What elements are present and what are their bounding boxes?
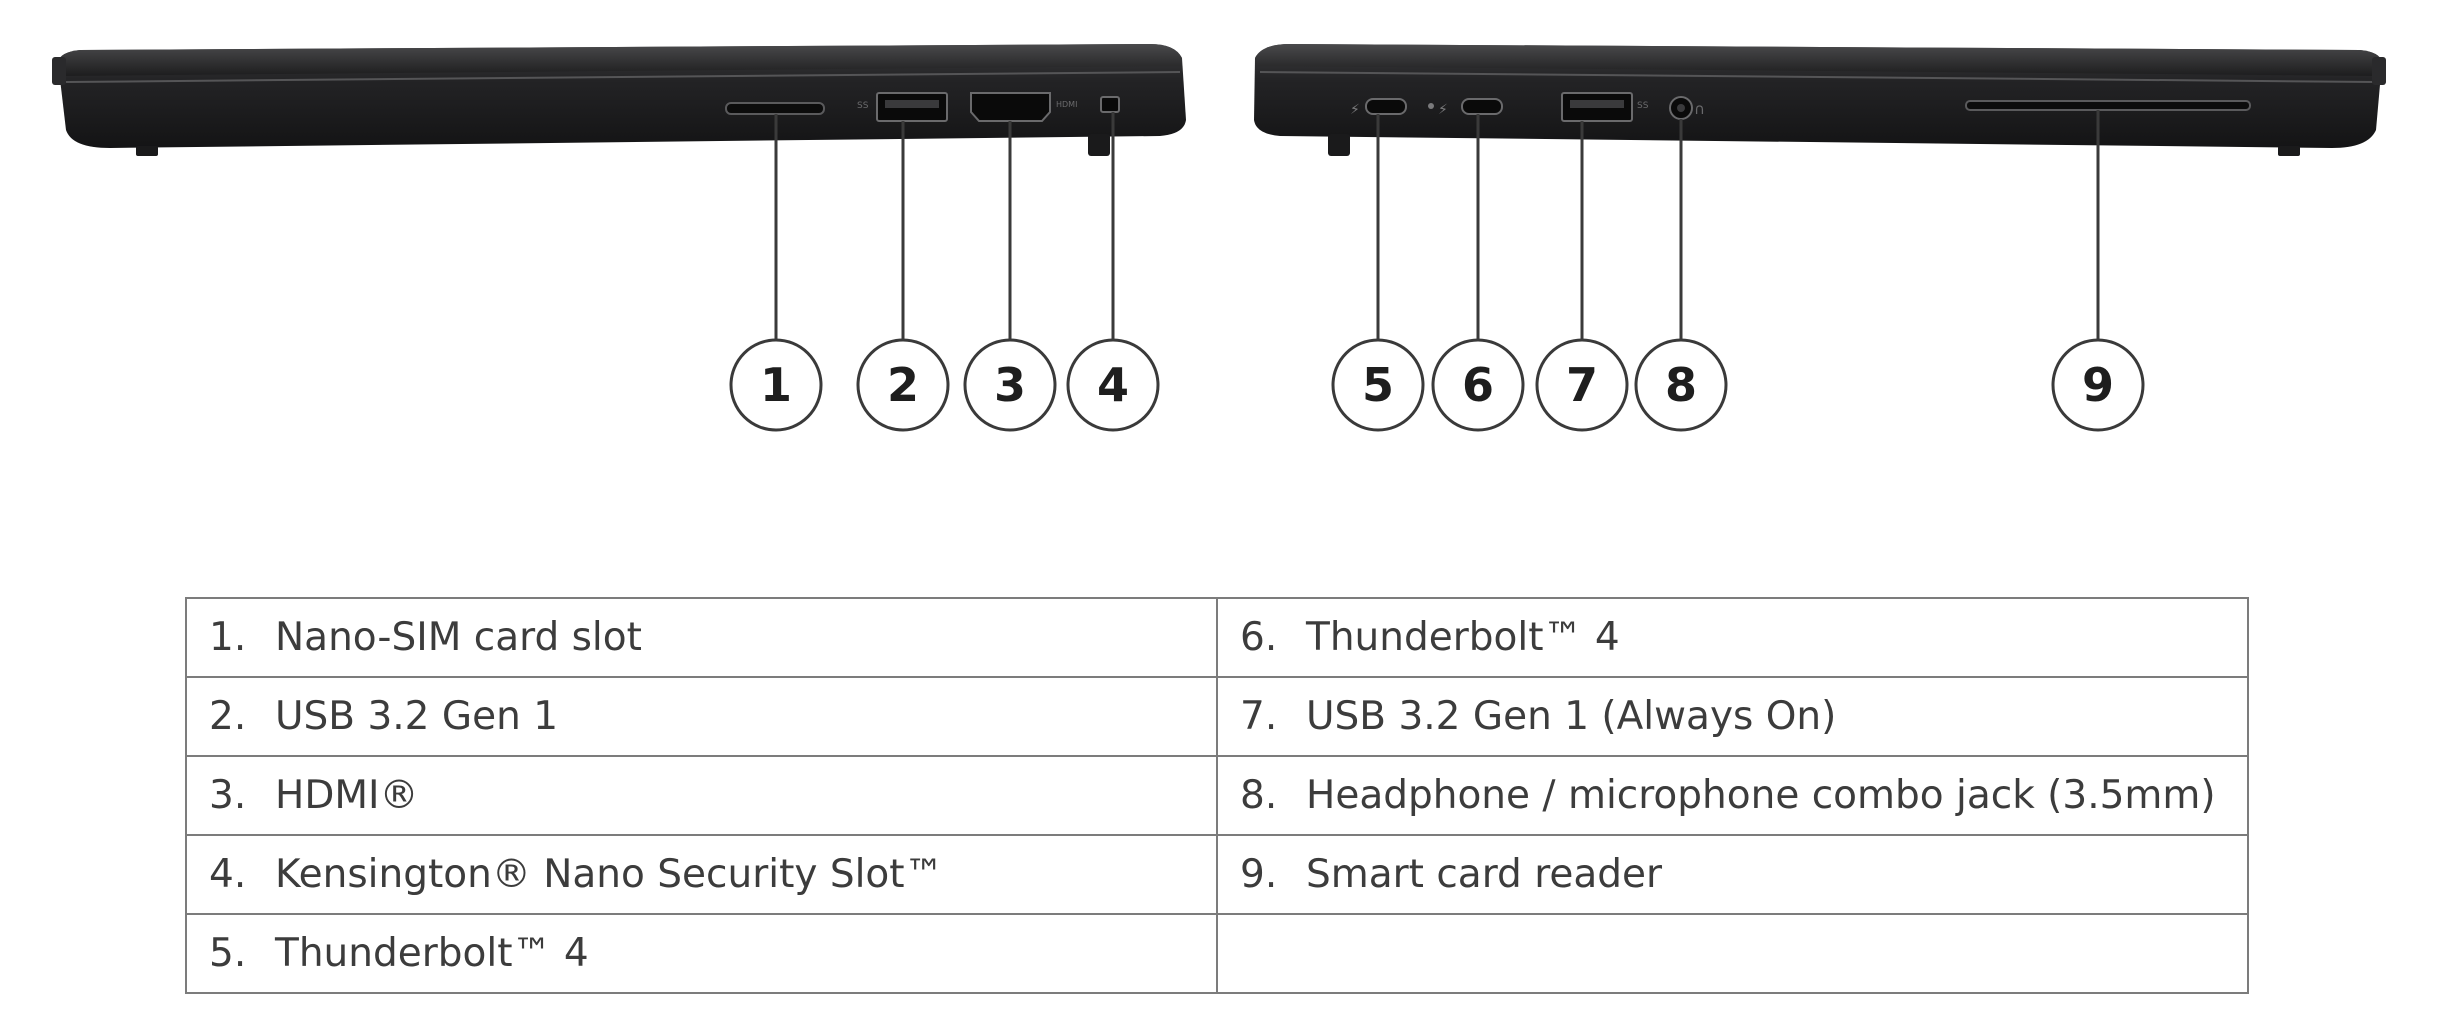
svg-text:3: 3: [994, 358, 1026, 412]
callout-9: 9: [2051, 338, 2145, 432]
svg-text:9: 9: [2082, 358, 2114, 412]
kensington-slot-icon: [1100, 96, 1120, 113]
table-row: 1. Nano-SIM card slot 6. Thunderbolt™ 4: [185, 597, 2249, 678]
legend-cell: 5. Thunderbolt™ 4: [185, 913, 1218, 994]
laptop-ports-diagram: SS HDMI ⚡ ⚡ SS: [52, 44, 2386, 432]
legend-cell: 2. USB 3.2 Gen 1: [185, 676, 1218, 757]
callout-2: 2: [856, 338, 950, 432]
svg-text:2: 2: [887, 358, 919, 412]
svg-text:8: 8: [1665, 358, 1697, 412]
port-legend-table: 1. Nano-SIM card slot 6. Thunderbolt™ 4 2.…: [185, 597, 2249, 994]
svg-text:6: 6: [1462, 358, 1494, 412]
thunderbolt-port-icon: ⚡: [1350, 98, 1407, 118]
legend-number: 1.: [209, 615, 247, 660]
legend-cell: 1. Nano-SIM card slot: [185, 597, 1218, 678]
legend-label: USB 3.2 Gen 1: [275, 694, 559, 739]
legend-cell: 6. Thunderbolt™ 4: [1216, 597, 2249, 678]
usb-a-port-icon: SS: [857, 92, 948, 122]
svg-text:⚡: ⚡: [1438, 102, 1448, 118]
legend-cell: 4. Kensington® Nano Security Slot™: [185, 834, 1218, 915]
laptop-left-side-view: SS HDMI: [52, 44, 1186, 156]
legend-number: 2.: [209, 694, 247, 739]
callout-6: 6: [1431, 338, 1525, 432]
laptop-right-side-view: ⚡ ⚡ SS ∩: [1254, 44, 2386, 156]
legend-label: Thunderbolt™ 4: [1306, 615, 1620, 660]
svg-text:∩: ∩: [1694, 100, 1705, 118]
callout-4: 4: [1066, 338, 1160, 432]
table-row: 2. USB 3.2 Gen 1 7. USB 3.2 Gen 1 (Always …: [185, 676, 2249, 757]
legend-number: 9.: [1240, 852, 1278, 897]
legend-number: 4.: [209, 852, 247, 897]
svg-text:1: 1: [760, 358, 792, 412]
callout-3: 3: [963, 338, 1057, 432]
legend-number: 8.: [1240, 773, 1278, 818]
table-row: 4. Kensington® Nano Security Slot™ 9. Smar…: [185, 834, 2249, 915]
legend-cell: 9. Smart card reader: [1216, 834, 2249, 915]
legend-label: Nano-SIM card slot: [275, 615, 642, 660]
callout-leader-lines: [774, 110, 2100, 340]
svg-text:7: 7: [1566, 358, 1598, 412]
svg-text:5: 5: [1362, 358, 1394, 412]
legend-cell: 7. USB 3.2 Gen 1 (Always On): [1216, 676, 2249, 757]
audio-jack-icon: ∩: [1669, 96, 1705, 120]
legend-cell: [1216, 913, 2249, 994]
hdmi-port-icon: HDMI: [970, 92, 1077, 122]
svg-text:4: 4: [1097, 358, 1129, 412]
usb-a-port-icon: SS: [1561, 92, 1649, 122]
callout-8: 8: [1634, 338, 1728, 432]
svg-text:HDMI: HDMI: [1056, 100, 1077, 109]
legend-cell: 8. Headphone / microphone combo jack (3.5…: [1216, 755, 2249, 836]
svg-text:SS: SS: [1637, 101, 1649, 111]
legend-number: 3.: [209, 773, 247, 818]
legend-label: USB 3.2 Gen 1 (Always On): [1306, 694, 1837, 739]
legend-label: Kensington® Nano Security Slot™: [275, 852, 944, 897]
legend-label: Headphone / microphone combo jack (3.5mm…: [1306, 773, 2216, 818]
callout-5: 5: [1331, 338, 1425, 432]
legend-label: HDMI®: [275, 773, 419, 818]
legend-label: Thunderbolt™ 4: [275, 931, 589, 976]
svg-text:SS: SS: [857, 101, 869, 111]
svg-text:⚡: ⚡: [1350, 102, 1360, 118]
legend-label: Smart card reader: [1306, 852, 1663, 897]
smart-card-slot-icon: [1965, 100, 2251, 111]
legend-number: 5.: [209, 931, 247, 976]
thunderbolt-port-icon: ⚡: [1428, 98, 1503, 118]
table-row: 5. Thunderbolt™ 4: [185, 913, 2249, 994]
callout-1: 1: [729, 338, 823, 432]
legend-number: 7.: [1240, 694, 1278, 739]
legend-number: 6.: [1240, 615, 1278, 660]
nano-sim-slot-icon: [725, 102, 825, 115]
table-row: 3. HDMI® 8. Headphone / microphone combo j…: [185, 755, 2249, 836]
callout-7: 7: [1535, 338, 1629, 432]
legend-cell: 3. HDMI®: [185, 755, 1218, 836]
